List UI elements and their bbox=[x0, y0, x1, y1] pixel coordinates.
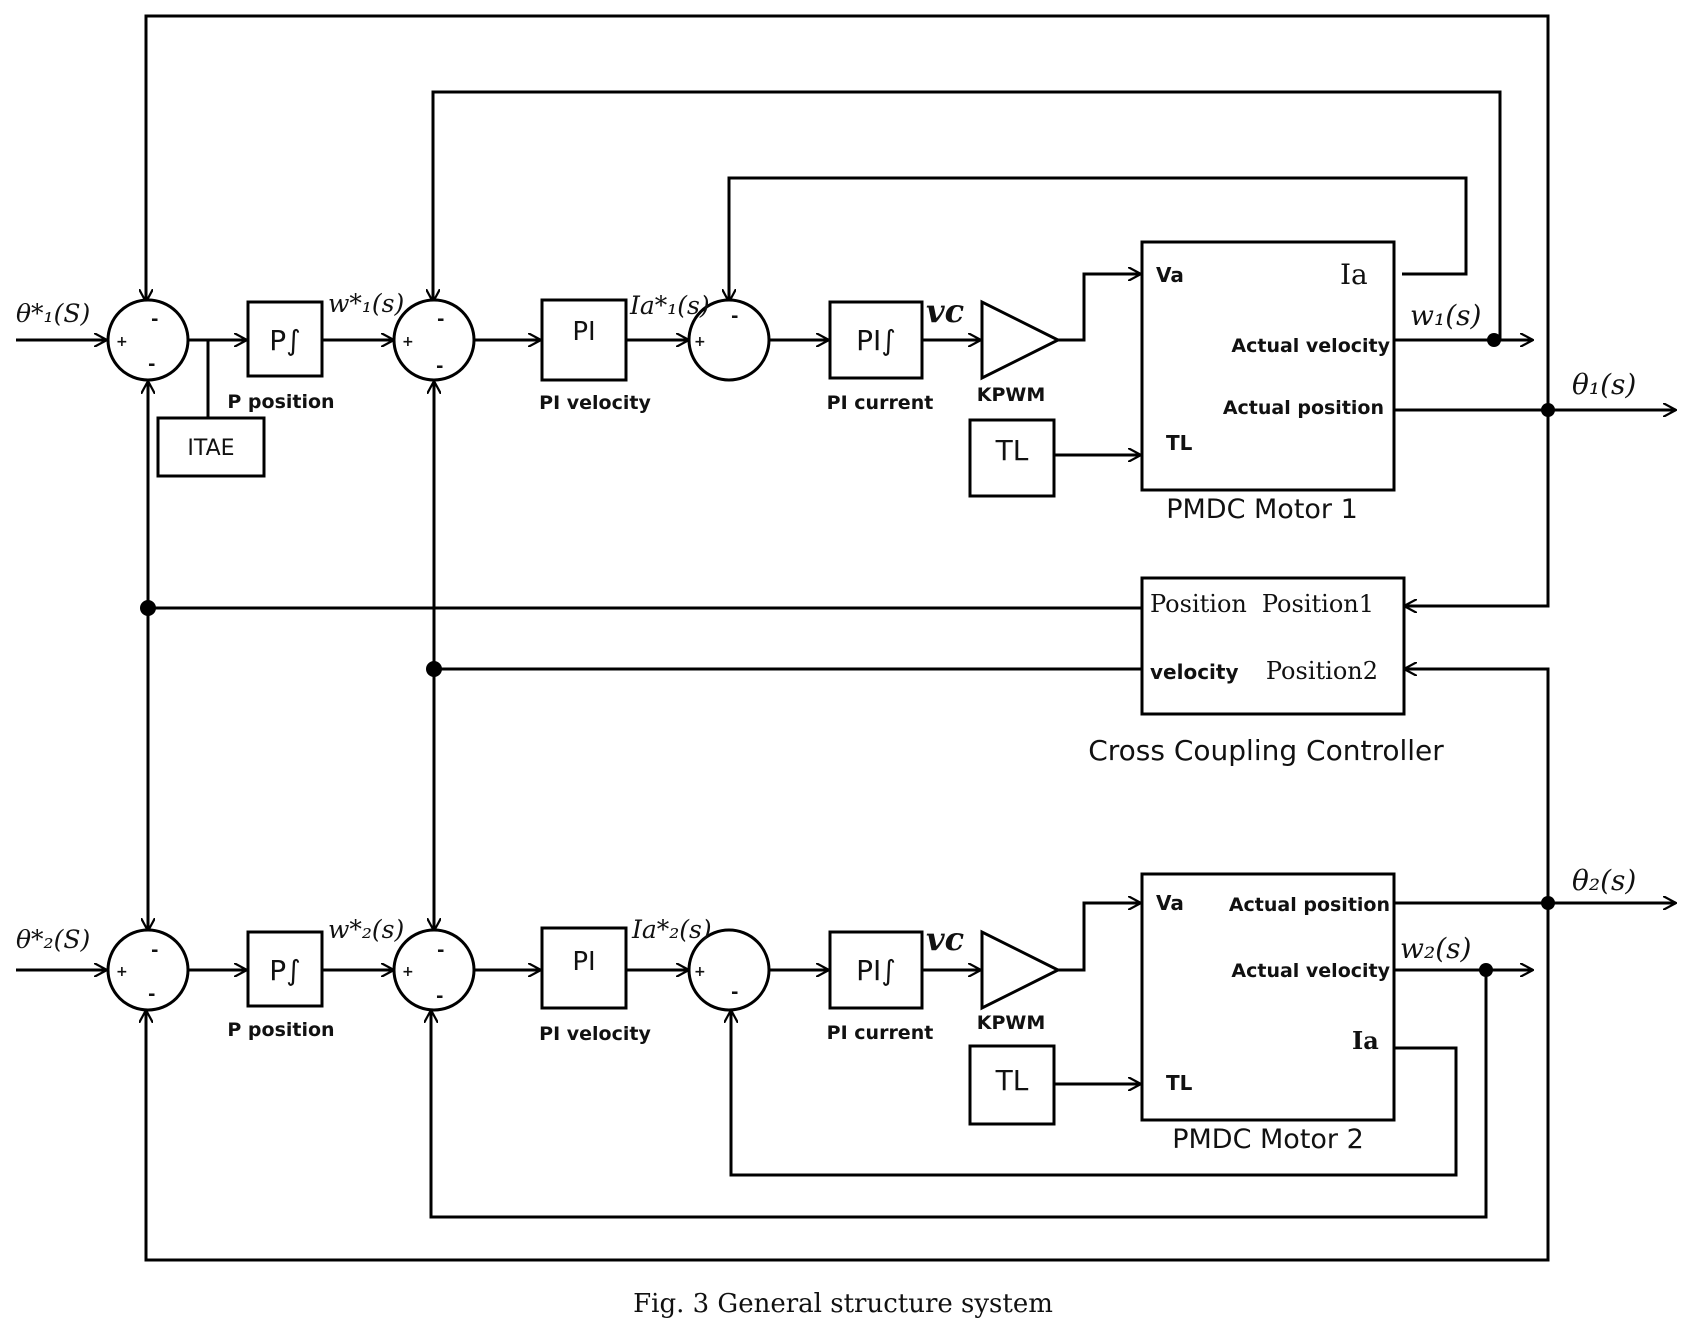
ia2-ref-label: Ia*₂(s) bbox=[631, 915, 712, 944]
theta1-out-label: θ₁(s) bbox=[1572, 368, 1636, 401]
w1-ref-label: w*₁(s) bbox=[328, 289, 404, 318]
cross-coupling-controller bbox=[1140, 576, 1406, 716]
motor1-va-label: Va bbox=[1156, 263, 1184, 287]
itae-label: ITAE bbox=[187, 436, 234, 461]
pi-current-block-1 bbox=[828, 300, 924, 380]
p-int-symbol-2: P∫ bbox=[269, 954, 300, 987]
w1-out-label: w₁(s) bbox=[1410, 299, 1481, 332]
vc1-label: vc bbox=[926, 292, 964, 330]
pi-current-block-2 bbox=[828, 930, 924, 1010]
sum1-velocity-minus-top: - bbox=[437, 309, 444, 330]
motor2-tl-label: TL bbox=[1166, 1071, 1193, 1095]
sum2-velocity-plus: + bbox=[402, 964, 414, 980]
motor2-actual-position-label: Actual position bbox=[1229, 894, 1390, 916]
pi-current-caption-1: PI current bbox=[827, 392, 934, 414]
itae-block bbox=[156, 416, 266, 478]
p-position-caption-1: P position bbox=[227, 391, 334, 413]
sum1-current-minus: - bbox=[731, 306, 738, 327]
ccc-position-out-label: Position bbox=[1150, 590, 1247, 618]
pi-symbol-1: PI bbox=[572, 317, 595, 347]
sum2-position-plus: + bbox=[116, 964, 128, 980]
current1-feedback-line bbox=[729, 176, 1468, 302]
velocity1-junction bbox=[1487, 333, 1501, 347]
figure-caption: Fig. 3 General structure system bbox=[633, 1289, 1053, 1319]
ia1-ref-label: Ia*₁(s) bbox=[629, 291, 710, 320]
kpwm-amplifier-1 bbox=[980, 299, 1062, 381]
motor2-actual-velocity-label: Actual velocity bbox=[1231, 960, 1390, 982]
motor1-actual-velocity-label: Actual velocity bbox=[1231, 335, 1390, 357]
tl-block-2 bbox=[968, 1044, 1056, 1126]
sum2-velocity-minus-bottom: - bbox=[436, 986, 443, 1007]
sum2-position-minus-bottom: - bbox=[148, 984, 155, 1005]
sum1-position-minus-bottom: - bbox=[148, 354, 155, 375]
sum1-velocity-minus-bottom: - bbox=[436, 356, 443, 377]
pi-symbol-2: PI bbox=[572, 947, 595, 977]
ccc-velocity-out-label: velocity bbox=[1150, 660, 1239, 684]
ccc-position1-in-label: Position1 bbox=[1262, 590, 1374, 618]
w2-out-label: w₂(s) bbox=[1400, 932, 1471, 965]
vc2-label: vc bbox=[926, 920, 964, 958]
kpwm-amplifier-2 bbox=[980, 929, 1062, 1011]
position1-feedback-line bbox=[146, 14, 1550, 410]
sum2-current-minus: - bbox=[731, 982, 738, 1003]
tl-symbol-2: TL bbox=[995, 1064, 1029, 1097]
sum1-current-plus: + bbox=[694, 334, 706, 350]
pmdc-motor-1 bbox=[1140, 240, 1396, 492]
velocity1-feedback-line bbox=[433, 90, 1502, 340]
pi-velocity-block-2 bbox=[540, 926, 628, 1010]
sum2-position-minus-top: - bbox=[151, 940, 158, 961]
tl-symbol-1: TL bbox=[995, 434, 1029, 467]
velocity2-feedback-line bbox=[431, 970, 1488, 1219]
sum2-velocity-minus-top: - bbox=[437, 940, 444, 961]
sum2-current-plus: + bbox=[694, 964, 706, 980]
sum1-velocity-plus: + bbox=[402, 334, 414, 350]
position2-feedback-line bbox=[146, 903, 1550, 1262]
motor2-ia-label: Ia bbox=[1352, 1026, 1379, 1055]
tl-block-1 bbox=[968, 418, 1056, 498]
line-kpwm-va1 bbox=[1058, 274, 1141, 342]
theta2-out-label: θ₂(s) bbox=[1572, 864, 1636, 897]
theta2-ref-label: θ*₂(S) bbox=[16, 925, 90, 954]
position1-to-ccc-line bbox=[1404, 410, 1550, 606]
motor2-title: PMDC Motor 2 bbox=[1172, 1124, 1364, 1155]
pi-velocity-caption-2: PI velocity bbox=[539, 1023, 651, 1045]
pi-current-caption-2: PI current bbox=[827, 1022, 934, 1044]
current2-feedback-line bbox=[731, 1010, 1458, 1177]
sum1-position-plus: + bbox=[116, 334, 128, 350]
p-position-block-1 bbox=[246, 300, 324, 378]
motor1-tl-label: TL bbox=[1166, 431, 1193, 455]
motor1-title: PMDC Motor 1 bbox=[1166, 494, 1358, 525]
motor1-ia-label: Ia bbox=[1340, 258, 1368, 291]
w2-ref-label: w*₂(s) bbox=[328, 915, 404, 944]
motor2-va-label: Va bbox=[1156, 891, 1184, 915]
position2-to-ccc-line bbox=[1404, 669, 1550, 903]
pmdc-motor-2 bbox=[1140, 872, 1396, 1122]
kpwm-caption-1: KPWM bbox=[977, 384, 1046, 406]
pi-int-symbol-1: PI∫ bbox=[856, 324, 896, 357]
p-position-block-2 bbox=[246, 930, 324, 1008]
sum1-position-minus-top: - bbox=[151, 309, 158, 330]
motor1-actual-position-label: Actual position bbox=[1223, 397, 1384, 419]
ccc-title: Cross Coupling Controller bbox=[1088, 734, 1444, 767]
theta1-ref-label: θ*₁(S) bbox=[16, 299, 90, 328]
ccc-position2-in-label: Position2 bbox=[1266, 657, 1378, 685]
kpwm-caption-2: KPWM bbox=[977, 1012, 1046, 1034]
pi-velocity-caption-1: PI velocity bbox=[539, 392, 651, 414]
p-int-symbol-1: P∫ bbox=[269, 324, 300, 357]
pi-int-symbol-2: PI∫ bbox=[856, 954, 896, 987]
line-kpwm-va2 bbox=[1058, 903, 1141, 972]
p-position-caption-2: P position bbox=[227, 1019, 334, 1041]
